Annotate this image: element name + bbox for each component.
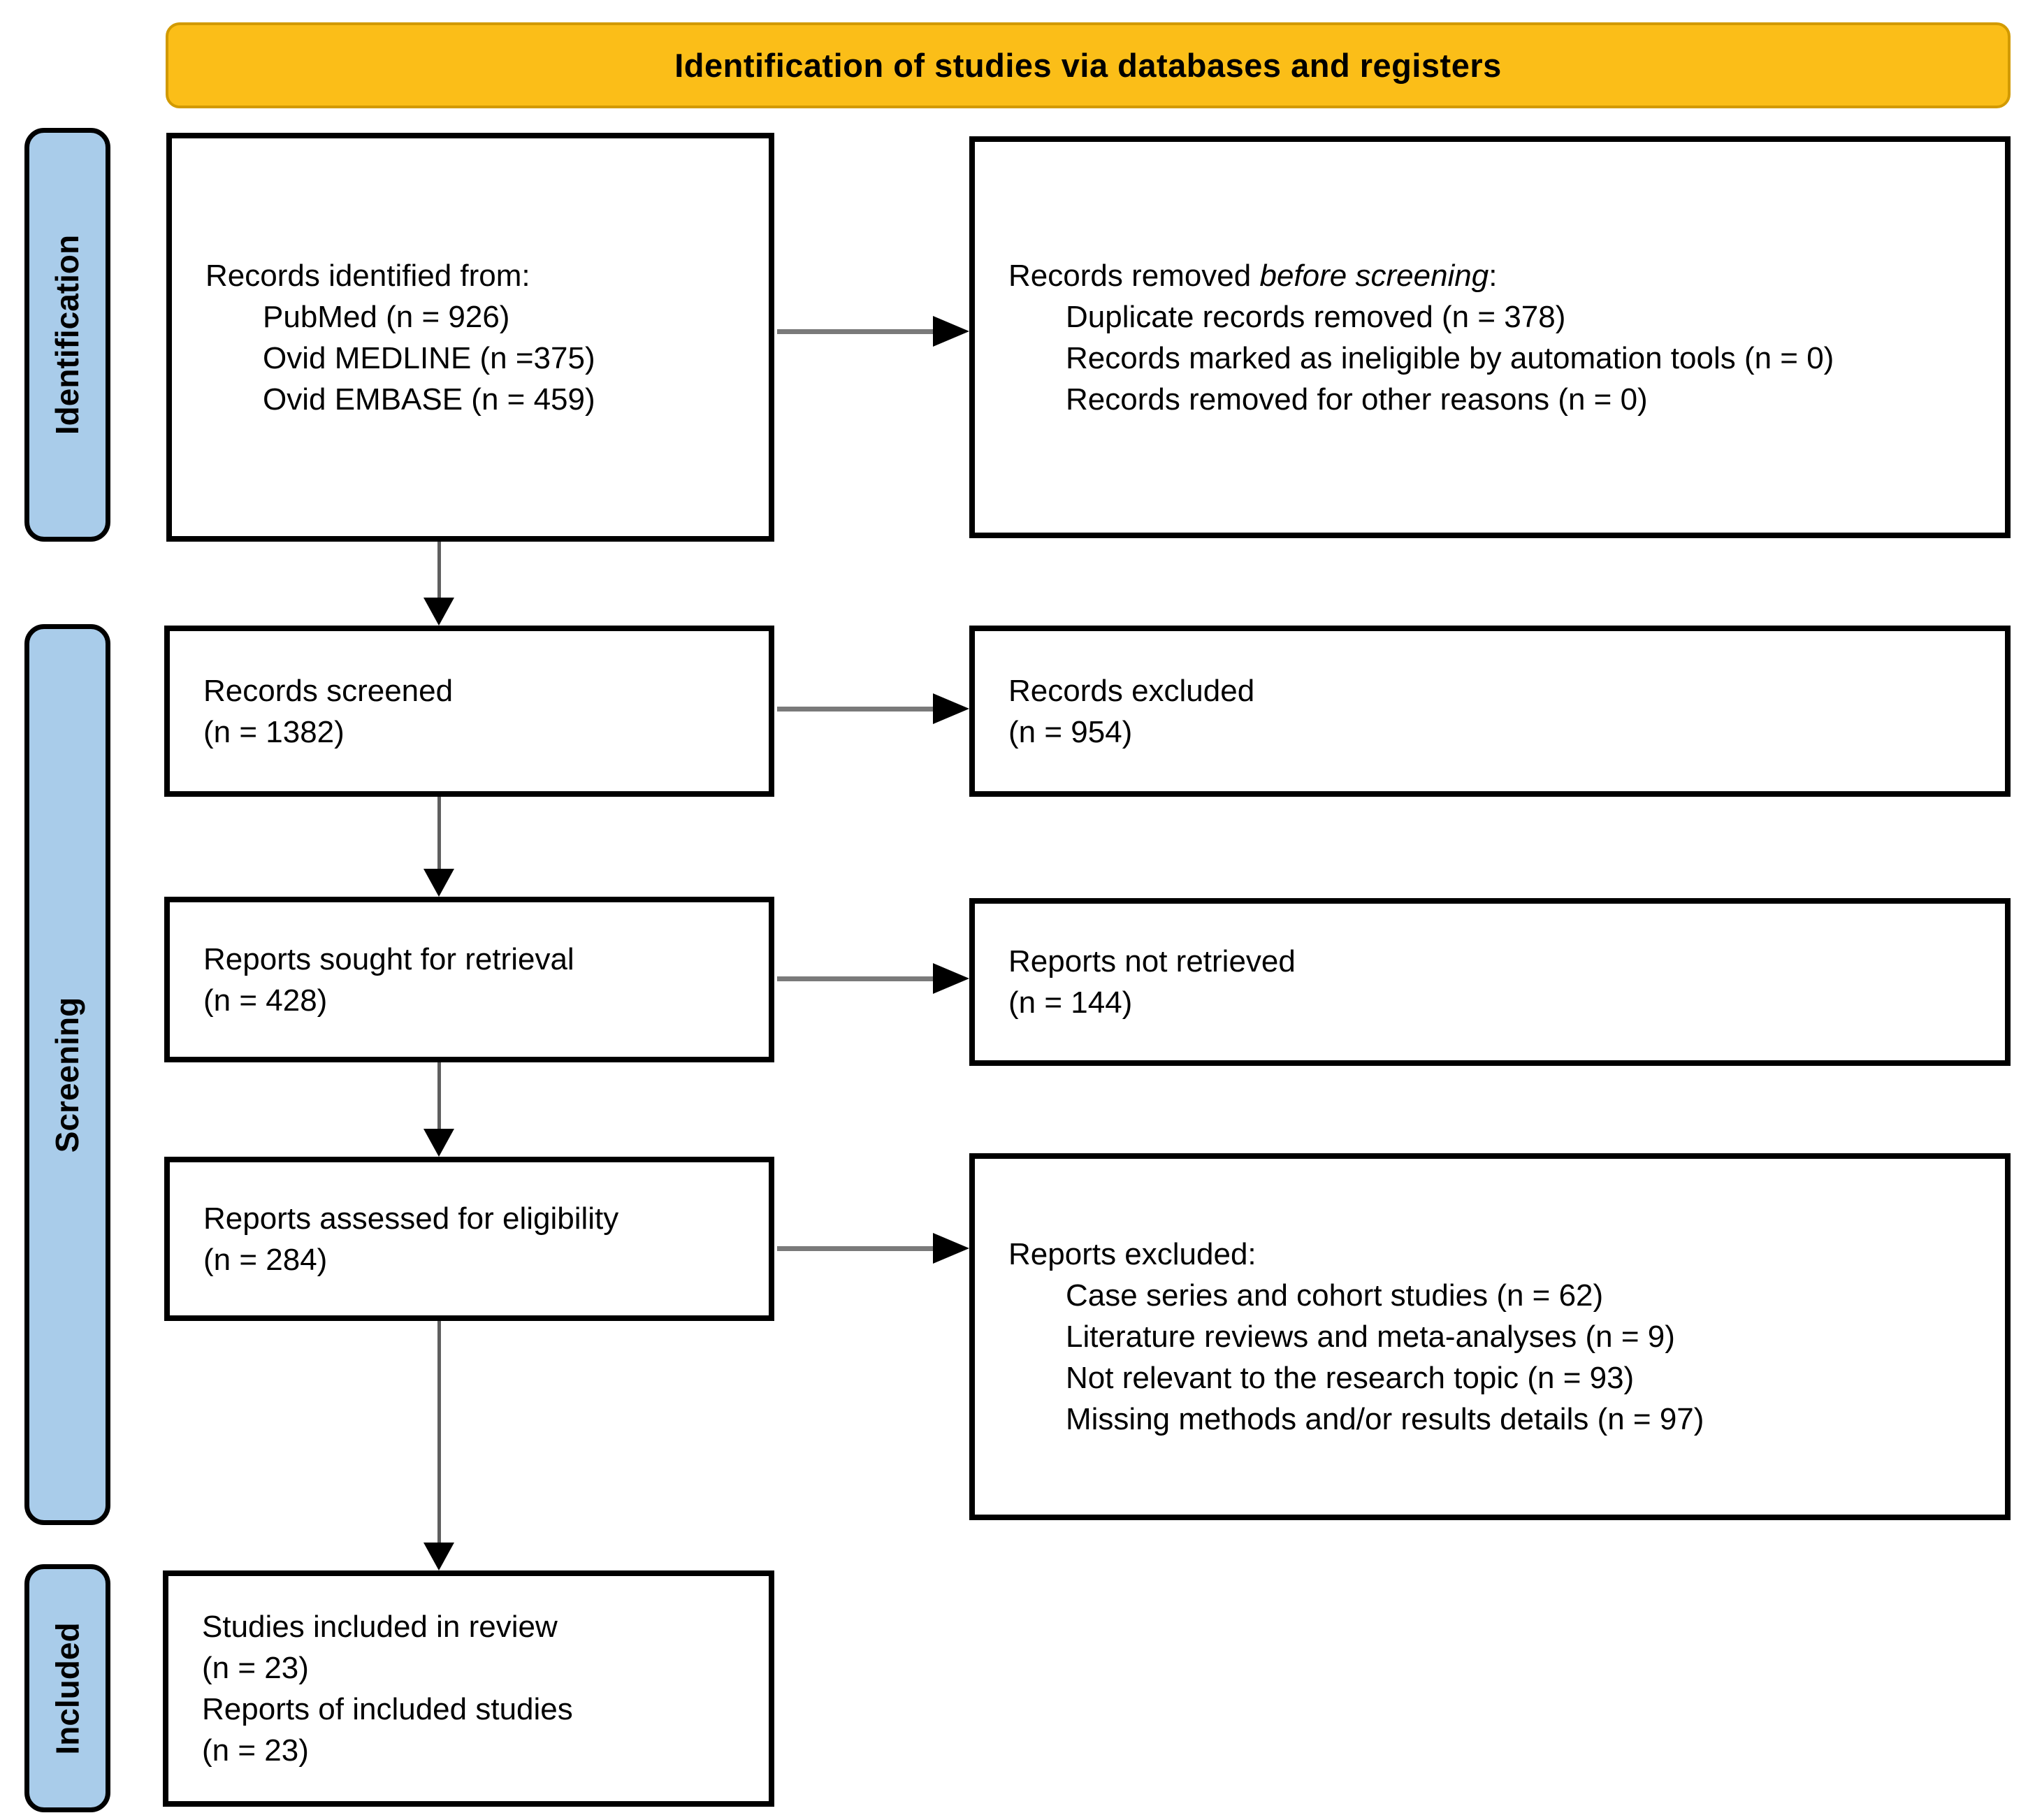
studies-included-count: (n = 23) [202,1651,309,1685]
records-identified-item: PubMed (n = 926) [263,299,510,334]
reports-sought-count: (n = 428) [203,983,328,1018]
box-reports-excluded: Reports excluded: Case series and cohort… [969,1153,2011,1520]
records-identified-item: Ovid MEDLINE (n =375) [263,340,595,375]
arrow-line [777,707,936,712]
box-reports-sought: Reports sought for retrieval (n = 428) [164,897,774,1062]
stage-identification: Identification [24,128,110,542]
box-reports-assessed: Reports assessed for eligibility (n = 28… [164,1157,774,1321]
records-identified-item: Ovid EMBASE (n = 459) [263,382,595,417]
records-identified-title: Records identified from: [205,258,530,293]
reports-excluded-item: Case series and cohort studies (n = 62) [1066,1278,1604,1313]
arrow-line [437,797,441,870]
arrow-head-icon [423,598,454,626]
stage-included-label: Included [49,1622,86,1755]
records-screened-line: Records screened [203,673,454,708]
stage-screening: Screening [24,624,110,1525]
arrow-line [437,542,441,599]
arrow-head-icon [423,1543,454,1570]
records-screened-count: (n = 1382) [203,714,345,749]
studies-included-line: Studies included in review [202,1610,558,1644]
reports-excluded-item: Missing methods and/or results details (… [1066,1402,1704,1436]
box-studies-included: Studies included in review (n = 23) Repo… [163,1570,774,1807]
records-removed-item: Records marked as ineligible by automati… [1066,340,1834,375]
arrow-line [777,1246,936,1251]
arrow-line [777,976,936,981]
records-removed-title: Records removed before screening: [1008,255,1984,296]
reports-assessed-count: (n = 284) [203,1242,328,1277]
reports-sought-line: Reports sought for retrieval [203,941,574,976]
records-excluded-line: Records excluded [1008,673,1255,708]
reports-not-retrieved-line: Reports not retrieved [1008,944,1296,978]
arrow-head-icon [933,316,969,347]
stage-included: Included [24,1564,110,1812]
reports-of-included-line: Reports of included studies [202,1692,573,1726]
reports-assessed-line: Reports assessed for eligibility [203,1201,619,1236]
arrow-line [437,1062,441,1130]
records-excluded-count: (n = 954) [1008,714,1133,749]
reports-not-retrieved-count: (n = 144) [1008,985,1133,1020]
records-removed-title-prefix: Records removed [1008,258,1260,293]
box-records-removed: Records removed before screening: Duplic… [969,136,2011,538]
arrow-head-icon [933,693,969,724]
arrow-line [777,329,936,334]
records-removed-title-suffix: : [1489,258,1498,293]
reports-excluded-item: Not relevant to the research topic (n = … [1066,1361,1635,1395]
reports-of-included-count: (n = 23) [202,1733,309,1768]
arrow-head-icon [423,869,454,897]
arrow-head-icon [933,963,969,994]
records-removed-item: Records removed for other reasons (n = 0… [1066,382,1648,417]
records-removed-title-italic: before screening [1259,258,1489,293]
arrow-head-icon [933,1233,969,1264]
box-records-excluded: Records excluded (n = 954) [969,626,2011,797]
reports-excluded-title: Reports excluded: [1008,1237,1256,1271]
box-reports-not-retrieved: Reports not retrieved (n = 144) [969,898,2011,1066]
banner: Identification of studies via databases … [166,22,2011,108]
banner-title: Identification of studies via databases … [674,47,1502,84]
stage-screening-label: Screening [49,997,86,1153]
box-records-screened: Records screened (n = 1382) [164,626,774,797]
box-records-identified: Records identified from: PubMed (n = 926… [166,133,774,542]
arrow-line [437,1321,441,1544]
records-removed-item: Duplicate records removed (n = 378) [1066,299,1566,334]
reports-excluded-item: Literature reviews and meta-analyses (n … [1066,1320,1675,1354]
stage-identification-label: Identification [49,234,86,435]
arrow-head-icon [423,1129,454,1157]
